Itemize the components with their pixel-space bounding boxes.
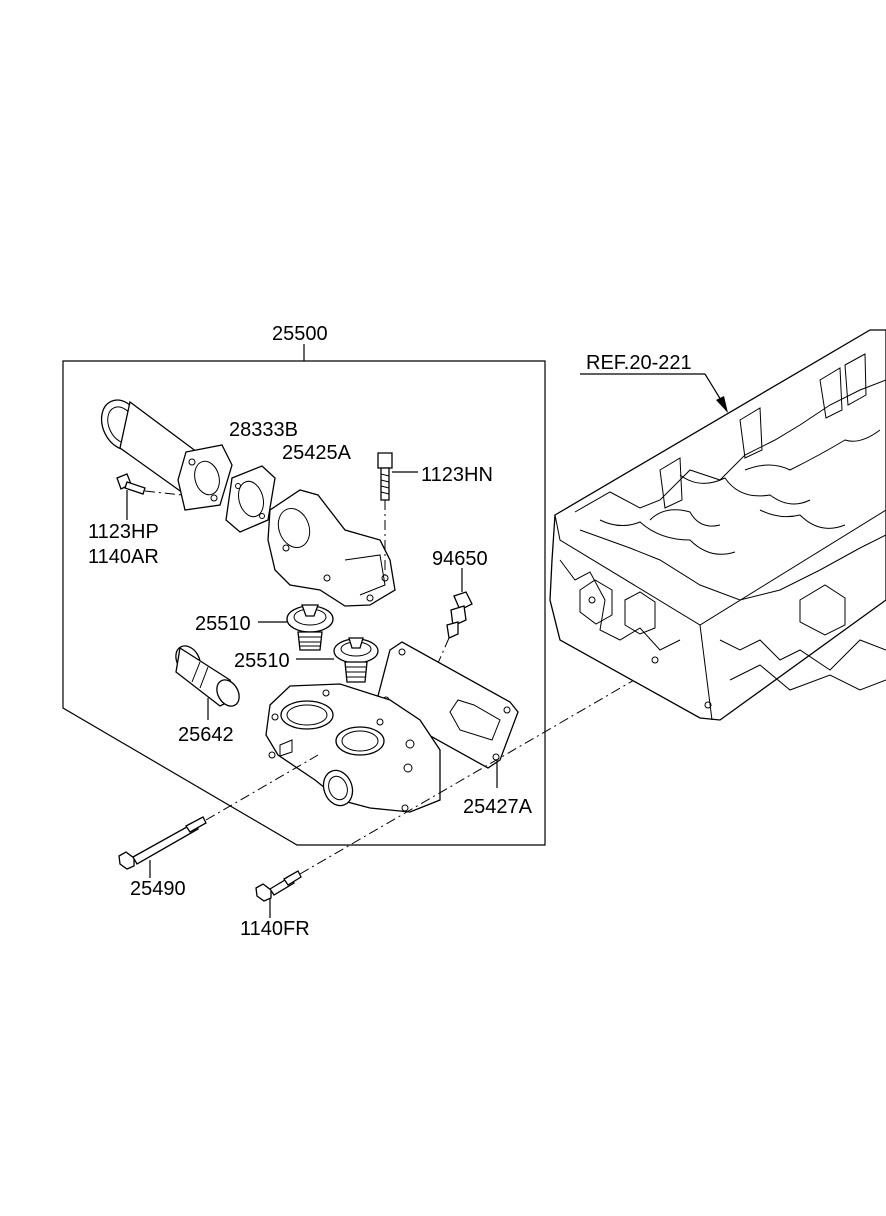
label-25642: 25642 [178, 724, 234, 746]
bolt-1123HN [377, 452, 393, 501]
label-1123HP: 1123HP [88, 521, 159, 543]
axis-1123HP [144, 490, 183, 496]
label-94650: 94650 [432, 548, 488, 570]
cylinder-head-ref [549, 329, 886, 721]
thermostat-25510-lower [333, 637, 379, 683]
ref-arrow-head [716, 396, 728, 413]
assembly-frame [62, 360, 546, 846]
label-25425A: 25425A [282, 442, 352, 464]
gasket-28333B [225, 465, 276, 533]
bolt-1140FR [255, 870, 302, 902]
bolt-25490 [118, 816, 207, 870]
label-25510-upper: 25510 [195, 613, 251, 635]
thermostat-25510-upper [286, 604, 334, 651]
sensor-94650 [446, 591, 473, 639]
assembly-label: 25500 [272, 323, 328, 345]
ref-label: REF.20-221 [586, 352, 692, 374]
label-28333B: 28333B [229, 419, 298, 441]
label-25490: 25490 [130, 878, 186, 900]
axis-25490 [205, 754, 319, 821]
pipe-25642 [175, 645, 240, 707]
label-1140FR: 1140FR [240, 918, 310, 940]
thermostat-housing-25425A [267, 489, 396, 607]
label-1140AR: 1140AR [88, 546, 159, 568]
label-25510-lower: 25510 [234, 650, 290, 672]
label-25427A: 25427A [463, 796, 533, 818]
water-outlet-housing [265, 683, 441, 813]
bolt-1123HP [116, 473, 146, 495]
label-1123HN: 1123HN [421, 464, 493, 486]
axis-1140FR [299, 664, 661, 875]
outlet-pipe [100, 399, 233, 511]
